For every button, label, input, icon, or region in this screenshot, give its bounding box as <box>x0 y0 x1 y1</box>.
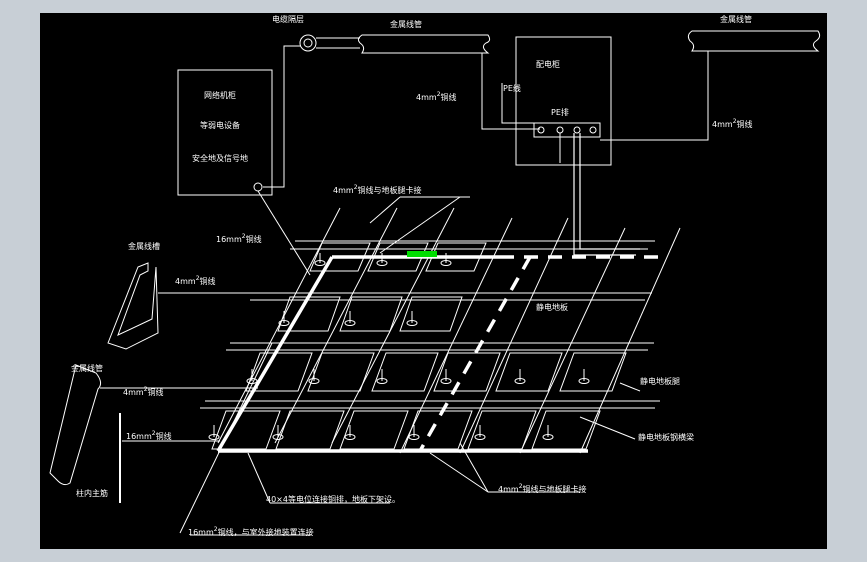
cabinet-terminal-icon <box>253 182 263 192</box>
label-antistatic-floor: 静电地板 <box>536 303 568 312</box>
pe-bar <box>533 122 601 138</box>
pe-wire-line <box>501 83 534 124</box>
label-wire-4mm-right: 4mm2铜线 <box>712 118 753 129</box>
cable-sheath-icon <box>299 34 317 52</box>
metal-conduit-top-shape <box>357 34 491 54</box>
label-metal-conduit-top: 金属线管 <box>390 20 422 29</box>
cabinet-down-wire <box>257 190 311 276</box>
grounding-diagram <box>49 30 821 536</box>
label-metal-conduit-right: 金属线管 <box>720 15 752 24</box>
label-wire-4mm-top: 4mm2铜线 <box>416 91 457 102</box>
label-wire-clamp-top: 4mm2铜线与地板腿卡接 <box>333 184 422 195</box>
label-cabinet-3: 安全地及信号地 <box>192 154 248 163</box>
distribution-panel-box <box>515 36 612 166</box>
label-pe-wire: PE线 <box>503 84 521 93</box>
label-wire-4mm-left: 4mm2铜线 <box>123 386 164 397</box>
highlight-segment <box>407 251 437 257</box>
label-wire-16mm-left: 16mm2铜线 <box>126 430 172 441</box>
copper-strip-dashed <box>418 255 662 452</box>
metal-conduit-left-shape <box>49 364 102 486</box>
wire-to-pe-bar <box>481 53 540 130</box>
network-cabinet-box <box>177 69 273 196</box>
wire-right-conduit-to-pe <box>600 51 709 141</box>
floor-tiles <box>211 242 627 450</box>
drawing-frame: 电缆隔层 金属线管 金属线管 配电柜 PE线 PE排 网络机柜 等弱电设备 安全… <box>40 13 827 549</box>
cabinet-riser-wire <box>263 45 301 188</box>
cable-to-conduit <box>316 37 360 49</box>
label-column-rebar: 柱内主筋 <box>76 489 108 498</box>
label-panel: 配电柜 <box>536 60 560 69</box>
label-metal-trunking: 金属线槽 <box>128 242 160 251</box>
label-copper-strip: 40×4等电位连接铜排，地板下架设。 <box>266 495 400 504</box>
label-cabinet-2: 等弱电设备 <box>200 121 240 130</box>
label-wire-clamp-bottom: 4mm2铜线与地板腿卡接 <box>498 483 587 494</box>
label-cabinet-1: 网络机柜 <box>204 91 236 100</box>
label-floor-beam: 静电地板钢横梁 <box>638 433 694 442</box>
label-metal-conduit-left: 金属线管 <box>71 364 103 373</box>
floor-legs <box>208 253 590 440</box>
metal-trunking-shape <box>107 262 159 350</box>
metal-conduit-right-shape <box>687 30 821 52</box>
label-cable-sheath: 电缆隔层 <box>272 15 304 24</box>
label-wire-16mm: 16mm2铜线 <box>216 233 262 244</box>
label-pe-bar: PE排 <box>551 108 569 117</box>
label-wire-outdoor: 16mm2铜线，与室外接地装置连接 <box>188 526 314 537</box>
label-floor-leg: 静电地板腿 <box>640 377 680 386</box>
label-wire-trunking: 4mm2铜线 <box>175 275 216 286</box>
